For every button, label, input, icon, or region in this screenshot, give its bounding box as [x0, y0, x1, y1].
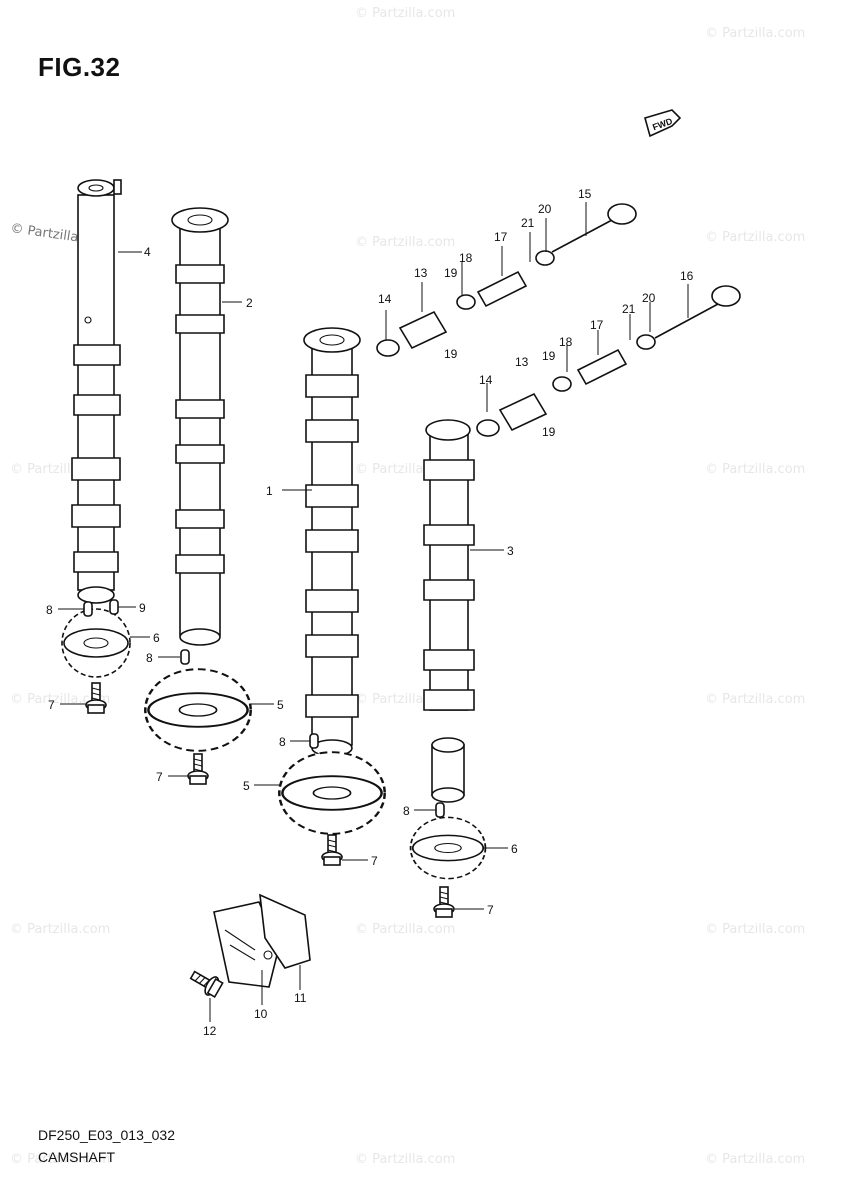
callout-4: 4	[144, 245, 151, 259]
sprocket-6-left	[61, 608, 131, 678]
callout-9: 9	[139, 601, 146, 615]
watermark: © Partzilla.com	[10, 692, 111, 707]
callout-14: 14	[378, 292, 392, 306]
chain-tensioner-10	[213, 893, 311, 988]
callout-2: 2	[246, 296, 253, 310]
valve-assembly-lower	[476, 285, 741, 437]
callout-8: 8	[403, 804, 410, 818]
forward-arrow-icon: FWD	[644, 109, 682, 138]
diagram-code: DF250_E03_013_032	[38, 1127, 176, 1143]
watermark: © Partzilla.com	[355, 922, 456, 937]
bolt-7	[187, 753, 209, 785]
camshaft-1	[303, 327, 361, 757]
callout-5: 5	[243, 779, 250, 793]
callout-13: 13	[515, 355, 529, 369]
callout-19: 19	[444, 266, 458, 280]
camshaft-4	[71, 179, 122, 604]
pin-8	[435, 802, 445, 818]
valve-assembly-upper	[376, 203, 637, 357]
watermark: © Partzilla.com	[705, 230, 806, 245]
bolt-7	[321, 834, 343, 866]
callout-16: 16	[680, 269, 694, 283]
callout-19: 19	[542, 425, 556, 439]
callout-14: 14	[479, 373, 493, 387]
bolt-7	[85, 682, 107, 714]
callout-20: 20	[642, 291, 656, 305]
watermark: © Partzilla.com	[10, 922, 111, 937]
pin-8	[83, 601, 93, 617]
callout-20: 20	[538, 202, 552, 216]
pin-8	[180, 649, 190, 665]
callout-8: 8	[279, 735, 286, 749]
callout-leaders	[58, 202, 689, 1022]
pin-8	[309, 733, 319, 749]
watermark: © Partzilla.com	[705, 462, 806, 477]
callout-11: 11	[294, 991, 307, 1005]
callout-19: 19	[444, 347, 458, 361]
callout-10: 10	[254, 1007, 268, 1021]
callout-18: 18	[459, 251, 473, 265]
bolt-7	[433, 886, 455, 918]
callout-8: 8	[46, 603, 53, 617]
diagram-name: CAMSHAFT	[38, 1149, 115, 1165]
watermark: © Partzilla.com	[355, 1152, 456, 1167]
callout-17: 17	[494, 230, 508, 244]
sprocket-5-center	[278, 750, 386, 836]
figure-title: FIG.32	[38, 52, 121, 82]
callout-21: 21	[622, 302, 636, 316]
bolt-12	[186, 965, 225, 1000]
callout-18: 18	[559, 335, 573, 349]
camshaft-3	[423, 419, 475, 803]
watermark: © Partzilla.com	[355, 6, 456, 21]
camshaft-2	[171, 207, 229, 646]
callout-17: 17	[590, 318, 604, 332]
watermark: © Partzilla.com	[705, 1152, 806, 1167]
sprocket-5-left	[144, 667, 252, 753]
callout-19: 19	[542, 349, 556, 363]
callout-7: 7	[48, 698, 55, 712]
callout-21: 21	[521, 216, 535, 230]
callout-7: 7	[156, 770, 163, 784]
callout-12: 12	[203, 1024, 217, 1038]
watermark: © Partzilla.com	[705, 692, 806, 707]
sprocket-6-right	[409, 816, 487, 880]
callout-numbers: 1 2 3 4 5 5 6 6 7 7 7 7 8 8 8 8 9 10 11 …	[46, 187, 694, 1038]
callout-8: 8	[146, 651, 153, 665]
watermark: © Partzilla.com	[705, 922, 806, 937]
callout-7: 7	[371, 854, 378, 868]
watermark: © Partzilla.com	[10, 1152, 111, 1167]
callout-5: 5	[277, 698, 284, 712]
callout-15: 15	[578, 187, 592, 201]
callout-6: 6	[153, 631, 160, 645]
watermark: © Partzilla.com	[355, 235, 456, 250]
callout-3: 3	[507, 544, 514, 558]
callout-7: 7	[487, 903, 494, 917]
callout-1: 1	[266, 484, 273, 498]
pin-9	[109, 599, 119, 615]
callout-6: 6	[511, 842, 518, 856]
watermark: © Partzilla.com	[705, 26, 806, 41]
callout-13: 13	[414, 266, 428, 280]
